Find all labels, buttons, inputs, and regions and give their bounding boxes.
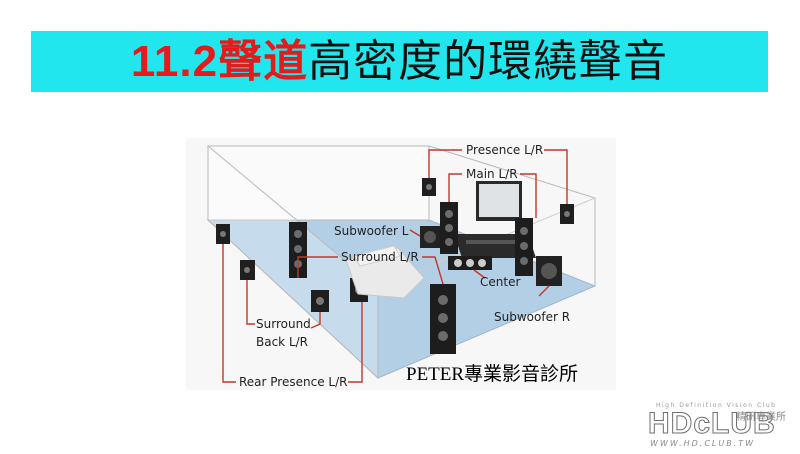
label-rear-presence: Rear Presence L/R [239,375,347,389]
tv-cabinet-shelf [466,240,522,244]
label-subwoofer-left: Subwoofer L [334,224,409,238]
main-speaker-left-cone-2 [445,224,453,232]
center-speaker-cone-1 [454,259,462,267]
tv-screen [479,184,519,217]
leader-presence-right [544,149,568,204]
center-speaker-cone-3 [478,259,486,267]
title-black-part: 高密度的環繞聲音 [308,35,669,87]
label-subwoofer-right: Subwoofer R [494,310,570,324]
main-speaker-right-cone-3 [520,257,528,265]
leader-surround-right [422,256,444,285]
center-speaker-cone-2 [466,259,474,267]
main-speaker-right-cone-1 [520,227,528,235]
label-main: Main L/R [466,167,518,181]
surround-back-speaker-left-cone [244,267,250,273]
rear-presence-speaker-left-cone [220,231,226,237]
subwoofer-left-cone [424,231,436,243]
label-surround: Surround L/R [341,250,419,264]
hdclub-logo: High Definition Vision Club HDcLUB 精研專業所… [640,398,800,450]
main-speaker-left-cone-1 [445,210,453,218]
speaker-layout-svg: Presence L/R Main L/R Subwoofer L Surrou… [186,138,616,390]
logo-tagline: High Definition Vision Club [656,402,776,409]
label-center: Center [480,275,520,289]
label-surround-back-line1: Surround [256,317,311,331]
surround-speaker-left-cone-1 [294,230,302,238]
leader-center [473,269,486,279]
logo-mark: HDcLUB [648,407,776,440]
leader-main-right [520,173,537,218]
speaker-layout-diagram: Presence L/R Main L/R Subwoofer L Surrou… [186,138,616,390]
leader-rear-presence-left [222,244,236,383]
presence-speaker-right-cone [564,211,570,217]
leader-subwoofer-right [538,285,550,297]
leader-rear-presence-right [348,302,363,383]
leader-surround-left [297,256,338,278]
leader-main-left [448,173,462,202]
slide-title: 11.2聲道高密度的環繞聲音 [130,36,668,86]
title-red-part: 11.2聲道 [130,36,309,86]
label-presence: Presence L/R [466,143,543,157]
sofa-back [353,245,401,267]
surround-speaker-left-cone-2 [294,245,302,253]
leader-lines [222,149,568,383]
leader-subwoofer-left [409,229,421,237]
title-banner: 11.2聲道高密度的環繞聲音 [31,31,768,92]
presence-speaker-left-cone [426,184,432,190]
surround-speaker-right-cone-3 [438,331,448,341]
leader-surround-back-left [246,280,255,325]
surround-speaker-right-cone-2 [438,313,448,323]
leader-surround-back-right [310,312,321,329]
logo-cn: 精研專業所 [736,410,786,423]
hdclub-logo-svg: High Definition Vision Club HDcLUB 精研專業所… [648,402,787,448]
surround-speaker-right-cone-1 [438,295,448,305]
leader-presence-left [428,149,462,178]
credit-text: PETER專業影音診所 [406,363,578,385]
surround-back-speaker-right-cone [316,297,324,305]
main-speaker-right-cone-2 [520,242,528,250]
label-surround-back-line2: Back L/R [256,335,308,349]
subwoofer-right-cone [541,263,557,279]
main-speaker-left-cone-3 [445,238,453,246]
logo-url: WWW.HD.CLUB.TW [650,439,755,448]
